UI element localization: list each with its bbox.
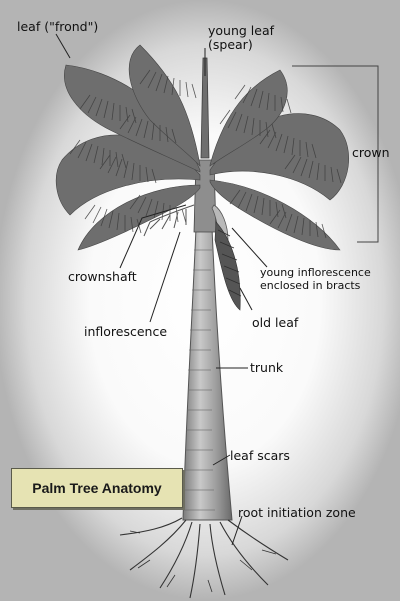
label-young-leaf: young leaf (spear)	[208, 24, 274, 52]
inflorescence-shape	[143, 204, 195, 237]
crown-foliage-right	[209, 69, 350, 251]
label-young-leaf-line1: young leaf	[208, 23, 275, 38]
leader-lines	[55, 33, 268, 546]
label-trunk: trunk	[250, 360, 284, 375]
diagram-title: Palm Tree Anatomy	[11, 468, 183, 508]
label-young-inflorescence: young inflorescence enclosed in bracts	[260, 266, 371, 292]
label-inflorescence: inflorescence	[84, 324, 168, 339]
old-leaf-shape	[214, 221, 242, 311]
label-crownshaft: crownshaft	[68, 269, 137, 284]
label-crown: crown	[352, 145, 390, 160]
label-young-inflorescence-line1: young inflorescence	[260, 266, 371, 279]
label-leaf-scars: leaf scars	[230, 448, 290, 463]
label-old-leaf: old leaf	[252, 315, 299, 330]
trunk-shape	[182, 227, 233, 521]
crown-bracket	[292, 65, 379, 243]
label-young-leaf-line2: (spear)	[208, 36, 253, 52]
crown-foliage-left	[55, 44, 201, 251]
label-leaf-frond: leaf ("frond")	[17, 19, 99, 34]
roots-shape	[119, 517, 289, 599]
label-young-inflorescence-line2: enclosed in bracts	[260, 278, 361, 292]
label-root-initiation-zone: root initiation zone	[238, 505, 356, 520]
young-leaf-spear	[200, 57, 210, 159]
